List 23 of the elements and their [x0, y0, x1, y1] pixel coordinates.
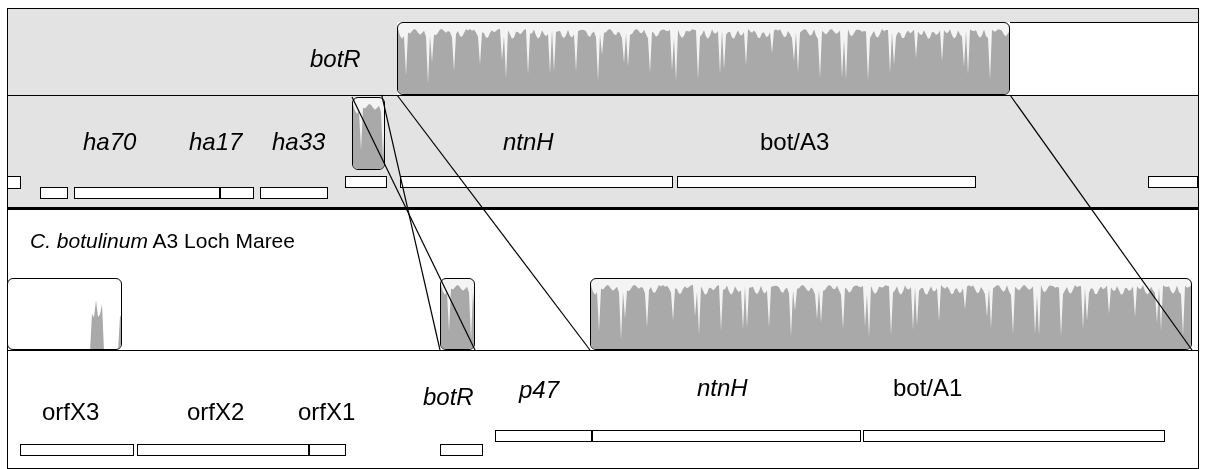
alignment-block	[590, 278, 1192, 350]
gene-label: ntnH	[697, 376, 748, 400]
gene-label: orfX3	[42, 400, 100, 424]
gene-label: botR	[310, 47, 361, 71]
gene-label: orfX2	[187, 400, 245, 424]
gene-label: C. botulinum A3 Loch Maree	[30, 230, 295, 251]
gene-label: bot/A1	[893, 376, 963, 400]
gene-label: p47	[519, 378, 560, 402]
gene-label: ha33	[272, 130, 326, 154]
alignment-block	[397, 22, 1010, 95]
alignment-block	[352, 97, 385, 170]
connector-line	[351, 96, 476, 351]
connector-line	[396, 94, 591, 351]
gene-label: orfX1	[298, 400, 356, 424]
gene-label: ha70	[83, 130, 137, 154]
gene-label: ha17	[189, 130, 243, 154]
connector-line	[1009, 94, 1193, 351]
gene-label: ntnH	[503, 130, 554, 154]
gene-label: bot/A3	[760, 130, 830, 154]
connector-line	[381, 94, 441, 351]
alignment-block	[440, 278, 475, 350]
alignment-block	[7, 278, 122, 350]
gene-label: botR	[423, 385, 474, 409]
